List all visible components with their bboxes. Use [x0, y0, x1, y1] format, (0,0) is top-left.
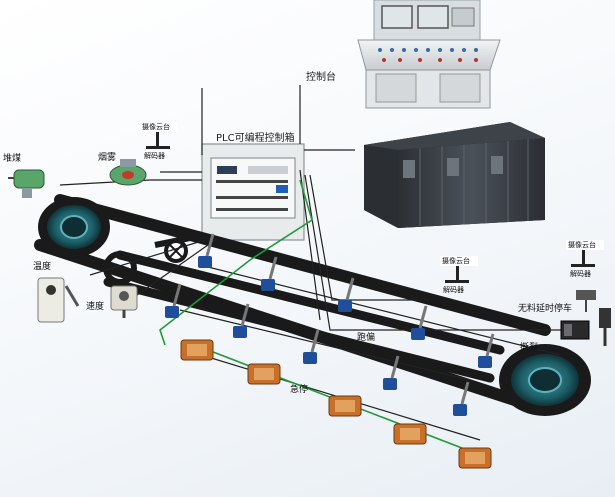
deviation-sensor	[478, 333, 495, 368]
temperature-sensor	[37, 277, 80, 323]
camera-label: 摄像云台	[442, 256, 470, 265]
estop-switch	[328, 395, 362, 417]
deviation-sensor	[411, 305, 428, 340]
conveyor-belt	[34, 194, 551, 411]
coal-pile-sensor	[8, 169, 45, 198]
decoder-label: 解码器	[570, 269, 591, 278]
label-console: 控制台	[306, 70, 336, 83]
label-smoke: 烟雾	[98, 151, 116, 163]
label-emergency-stop: 急停	[290, 383, 308, 395]
deviation-sensor	[453, 381, 470, 416]
estop-switch	[393, 423, 427, 445]
decoder-label: 解码器	[144, 151, 165, 160]
control-console	[357, 0, 501, 109]
emergency-stop-switches	[180, 339, 492, 469]
label-temperature: 温度	[33, 260, 51, 272]
deviation-sensors	[165, 233, 495, 416]
deviation-sensor	[338, 277, 355, 312]
estop-switch	[458, 447, 492, 469]
deviation-sensor	[383, 355, 400, 390]
speed-sensor	[110, 285, 138, 318]
label-deviation: 跑偏	[357, 331, 375, 343]
deviation-sensor	[233, 303, 250, 338]
right-stand-camera	[576, 290, 596, 312]
deviation-sensor	[198, 233, 215, 268]
camera-label: 摄像云台	[142, 122, 170, 131]
label-no-material-stop: 无料延时停车	[518, 302, 572, 314]
camera-label: 摄像云台	[568, 240, 596, 249]
camera-decoder-right	[566, 240, 604, 267]
label-speed: 速度	[86, 300, 104, 312]
label-coal-pile: 堆煤	[3, 152, 21, 164]
estop-switch	[247, 363, 281, 385]
signal-wires	[59, 85, 570, 441]
green-wire	[159, 179, 313, 346]
label-plc: PLC可编程控制箱	[216, 131, 295, 144]
decoder-label: 解码器	[443, 285, 464, 294]
head-drum	[38, 197, 110, 257]
camera-decoder-mid	[440, 256, 478, 283]
plc-control-box	[201, 143, 305, 241]
deviation-sensor	[261, 256, 278, 291]
smoke-sensor	[109, 159, 147, 186]
deviation-sensor	[165, 283, 182, 318]
tear-sensor	[560, 308, 611, 346]
deviation-sensor	[303, 329, 320, 364]
camera-decoder-plc	[140, 122, 178, 149]
label-tear: 撕裂	[520, 341, 538, 353]
tail-drum	[499, 344, 591, 416]
estop-switch	[180, 339, 214, 361]
inverter-cabinets	[364, 122, 545, 228]
